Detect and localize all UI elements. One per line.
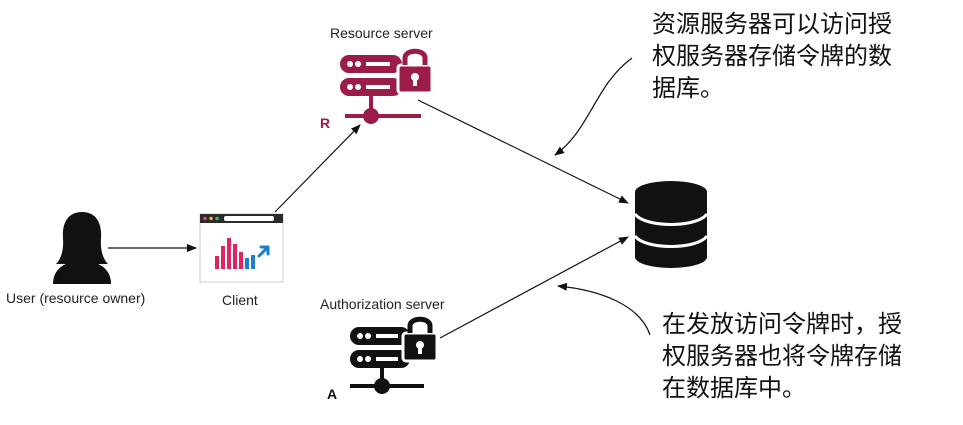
client-cursor-arrow-icon <box>257 245 270 258</box>
note-top-line-3: 据库。 <box>652 74 724 102</box>
resource-server-letter: R <box>320 115 331 131</box>
resource-server-icon <box>340 48 434 124</box>
authorization-server-letter: A <box>327 386 338 402</box>
authorization-lock-icon <box>401 316 439 363</box>
arrow-resource-to-database <box>417 99 629 204</box>
client-browser-icon <box>199 213 284 283</box>
user-icon <box>53 212 111 284</box>
database-icon <box>633 181 709 268</box>
note-top: 资源服务器可以访问授 权服务器存储令牌的数 据库。 <box>652 8 892 104</box>
arrow-client-to-resource <box>274 124 361 213</box>
authorization-server-label: Authorization server <box>320 296 445 312</box>
note-bottom: 在发放访问令牌时，授 权服务器也将令牌存储 在数据库中。 <box>662 308 902 404</box>
resource-server-label: Resource server <box>330 25 433 41</box>
resource-lock-icon <box>396 48 434 95</box>
note-pointer-top <box>554 57 633 156</box>
client-label: Client <box>222 292 258 308</box>
note-bottom-line-3: 在数据库中。 <box>662 374 806 402</box>
client-bar-chart <box>215 238 255 269</box>
note-bottom-line-1: 在发放访问令牌时，授 <box>662 310 902 338</box>
note-top-line-2: 权服务器存储令牌的数 <box>652 42 892 70</box>
authorization-server-icon <box>350 316 439 394</box>
arrow-auth-to-database <box>439 236 629 339</box>
note-bottom-line-2: 权服务器也将令牌存储 <box>662 342 902 370</box>
note-top-line-1: 资源服务器可以访问授 <box>652 10 892 38</box>
user-label: User (resource owner) <box>6 290 146 306</box>
note-pointer-bottom <box>557 282 651 336</box>
